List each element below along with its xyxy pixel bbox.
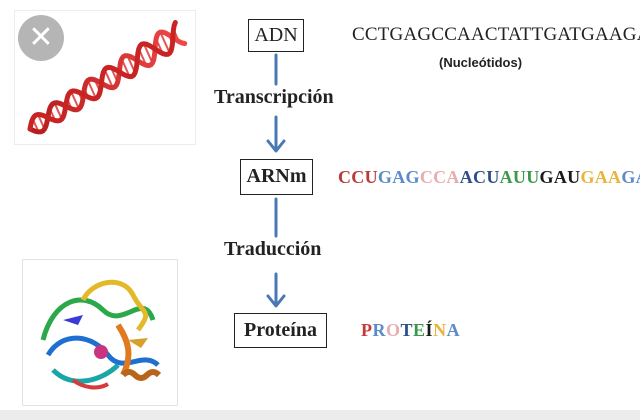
protein-word: PROTEÍNA	[361, 320, 460, 341]
nucleotides-label: (Nucleótidos)	[439, 55, 523, 70]
protein-letter: T	[400, 320, 414, 340]
helix-rung	[159, 31, 171, 54]
mrna-sequence: CCUGAGCCAACUAUUGAUGAAGAG	[338, 167, 640, 188]
protein-letter: N	[433, 320, 447, 340]
bottom-band	[0, 410, 640, 420]
arrow-1-head	[266, 139, 286, 153]
protein-letter: A	[446, 320, 461, 340]
close-icon: ✕	[28, 20, 54, 55]
codon: CCA	[419, 167, 460, 187]
protein-letter: R	[372, 320, 386, 340]
helix-rung	[103, 69, 114, 89]
codon: ACU	[459, 167, 500, 187]
dna-helix-icon	[27, 20, 188, 135]
helix-rung	[70, 91, 80, 110]
helix-rung	[86, 79, 97, 99]
dna-sequence: CCTGAGCCAACTATTGATGAAGAG	[352, 24, 640, 45]
codon: CCU	[338, 167, 378, 187]
codon: AUU	[499, 167, 540, 187]
codon: GAG	[377, 167, 420, 187]
mrna-box: ARNm	[240, 159, 313, 195]
protein-letter: E	[413, 320, 426, 340]
arrow-2-head	[266, 294, 286, 308]
protein-structure-icon	[40, 279, 162, 390]
close-button[interactable]: ✕	[18, 15, 64, 61]
codon: GAU	[539, 167, 581, 187]
dna-box: ADN	[248, 19, 304, 52]
transcription-label: Transcripción	[214, 86, 334, 108]
codon: GAG	[621, 167, 640, 187]
protein-box: Proteína	[234, 313, 327, 348]
protein-letter: O	[386, 320, 401, 340]
protein-letter: Í	[425, 320, 434, 340]
helix-rung	[53, 102, 63, 120]
codon: GAA	[580, 167, 622, 187]
protein-image	[22, 259, 178, 406]
protein-letter: P	[361, 320, 373, 340]
helix-rung	[142, 43, 154, 64]
translation-label: Traducción	[224, 238, 322, 260]
